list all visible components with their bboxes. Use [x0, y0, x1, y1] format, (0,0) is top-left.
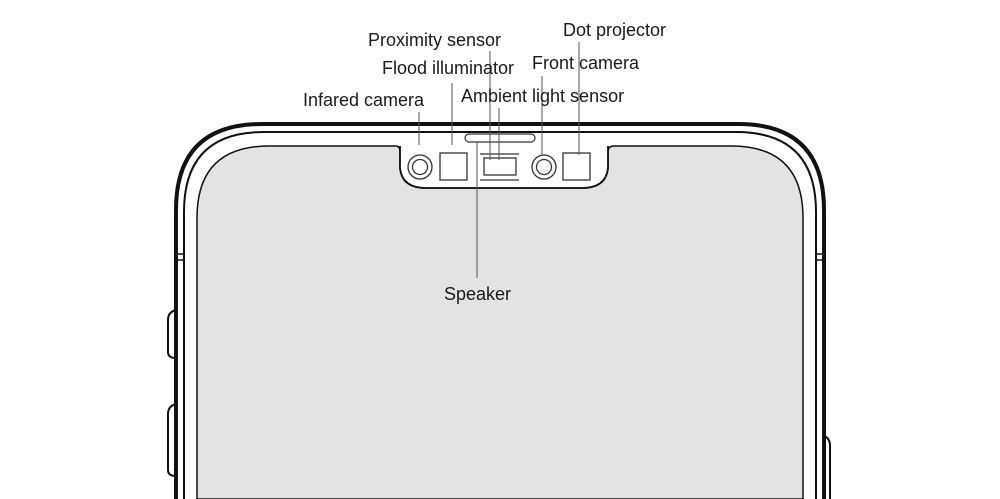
label-proximity-sensor: Proximity sensor	[368, 30, 502, 50]
label-infared-camera: Infared camera	[303, 90, 425, 110]
phone-outer-frame	[174, 122, 826, 499]
label-dot-projector: Dot projector	[563, 20, 667, 40]
phone-inner-frame	[183, 131, 817, 499]
proximity-sensor-icon	[483, 157, 517, 176]
side-button-left-2	[167, 403, 177, 477]
label-front-camera: Front camera	[532, 53, 640, 73]
side-button-left-1	[167, 309, 177, 359]
phone-screen	[196, 145, 804, 499]
label-flood-illuminator: Flood illuminator	[382, 58, 515, 78]
leader-lines	[418, 42, 580, 278]
infared-camera-icon	[407, 154, 433, 180]
front-camera-icon	[531, 154, 557, 180]
flood-illuminator-icon	[439, 152, 468, 181]
dot-projector-icon	[562, 152, 591, 181]
label-ambient-light-sensor: Ambient light sensor	[461, 86, 625, 106]
label-speaker: Speaker	[444, 284, 512, 304]
speaker-slot	[464, 133, 536, 143]
side-button-right	[823, 435, 831, 499]
notch	[400, 146, 608, 188]
